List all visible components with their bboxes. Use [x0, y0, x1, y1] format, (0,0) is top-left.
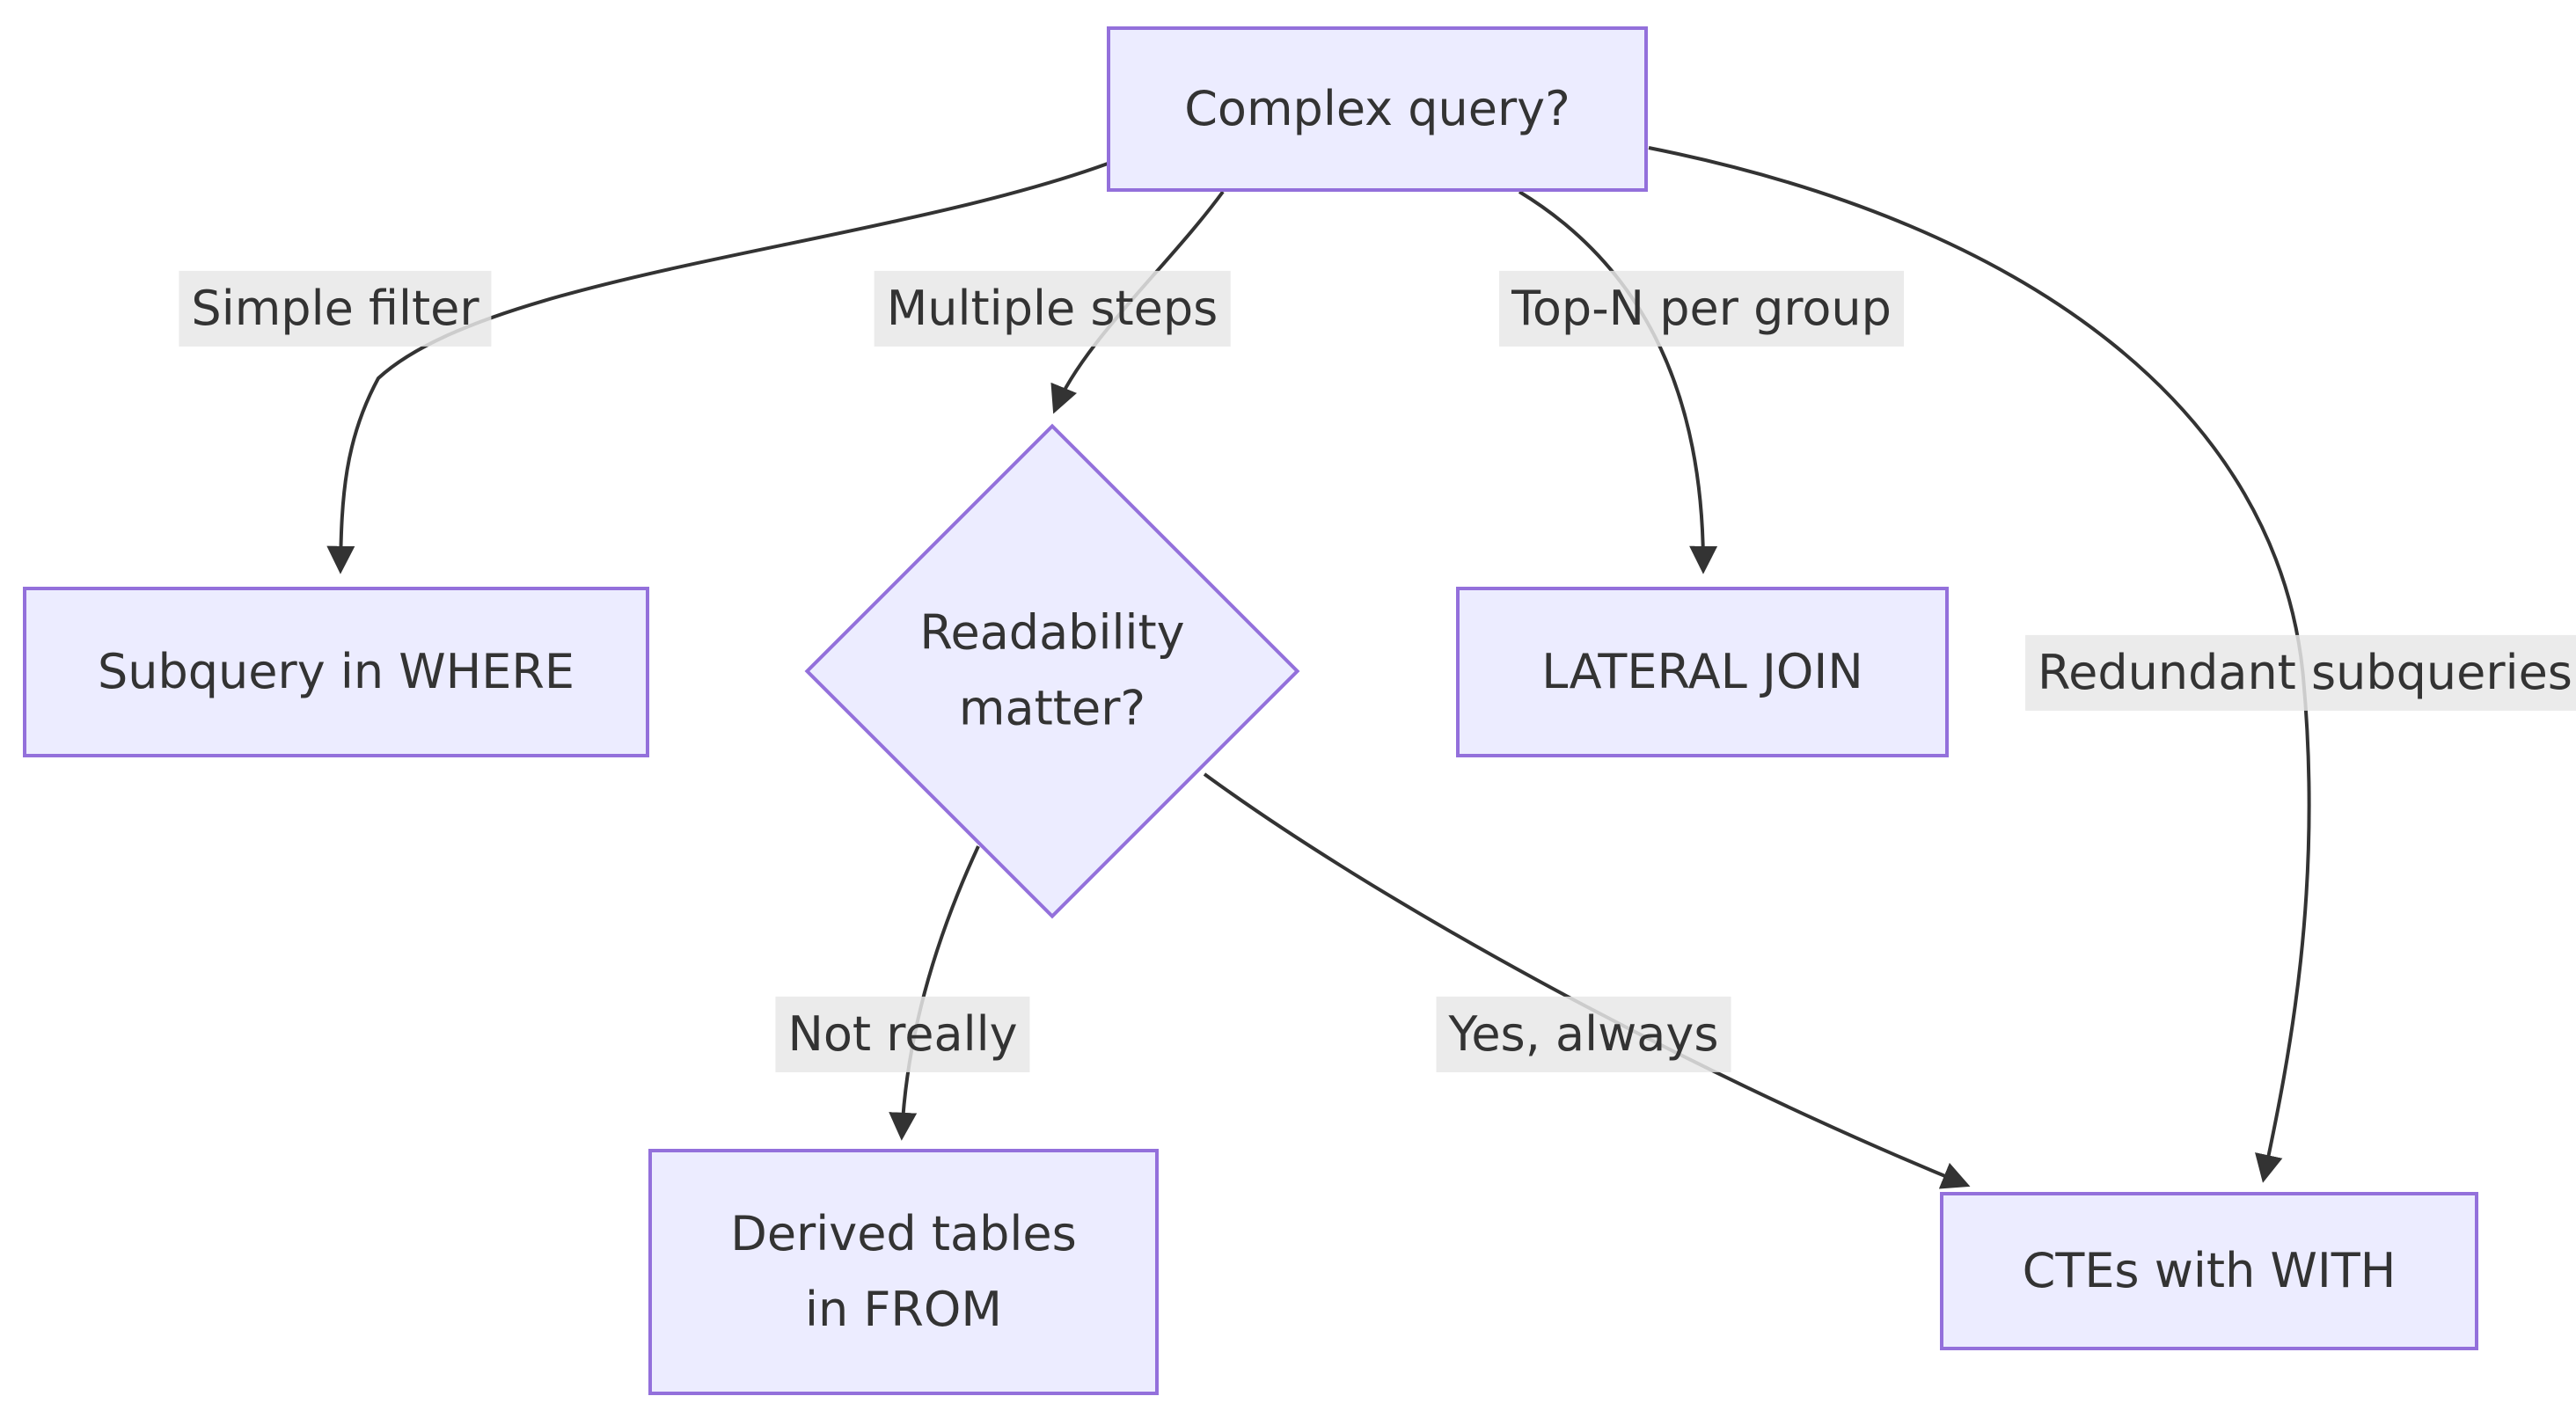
- edge-readability-to-ctes: [1203, 772, 1971, 1189]
- edge-label-multiple-steps: Multiple steps: [874, 270, 1231, 347]
- edge-complex-query-to-lateral: [1518, 190, 1718, 574]
- node-subquery-in-where: Subquery in WHERE: [23, 587, 649, 757]
- node-derived-tables: Derived tables in FROM: [648, 1149, 1159, 1395]
- edge-label-not-really: Not really: [775, 996, 1030, 1073]
- node-readability-matter-label-line2: matter?: [958, 681, 1146, 736]
- edge-label-top-n-per-group: Top-N per group: [1499, 270, 1904, 347]
- node-ctes-with-with-label: CTEs with WITH: [2022, 1242, 2397, 1298]
- node-subquery-in-where-label: Subquery in WHERE: [98, 643, 574, 699]
- edge-readability-to-derived: [889, 845, 980, 1141]
- edge-label-yes-always: Yes, always: [1436, 996, 1731, 1073]
- edge-label-simple-filter: Simple filter: [179, 270, 492, 347]
- node-derived-tables-label-line1: Derived tables: [730, 1205, 1077, 1261]
- node-ctes-with-with: CTEs with WITH: [1940, 1192, 2478, 1350]
- node-readability-matter: Readability matter?: [919, 596, 1184, 748]
- node-derived-tables-label-line2: in FROM: [804, 1282, 1003, 1337]
- node-readability-matter-label-line1: Readability: [919, 604, 1185, 661]
- edge-complex-query-to-ctes: [1648, 146, 2311, 1183]
- node-complex-query: Complex query?: [1107, 26, 1648, 192]
- node-lateral-join: LATERAL JOIN: [1456, 587, 1949, 757]
- node-complex-query-label: Complex query?: [1184, 80, 1570, 136]
- edge-label-redundant-subqueries: Redundant subqueries: [2025, 634, 2576, 712]
- node-lateral-join-label: LATERAL JOIN: [1541, 643, 1863, 699]
